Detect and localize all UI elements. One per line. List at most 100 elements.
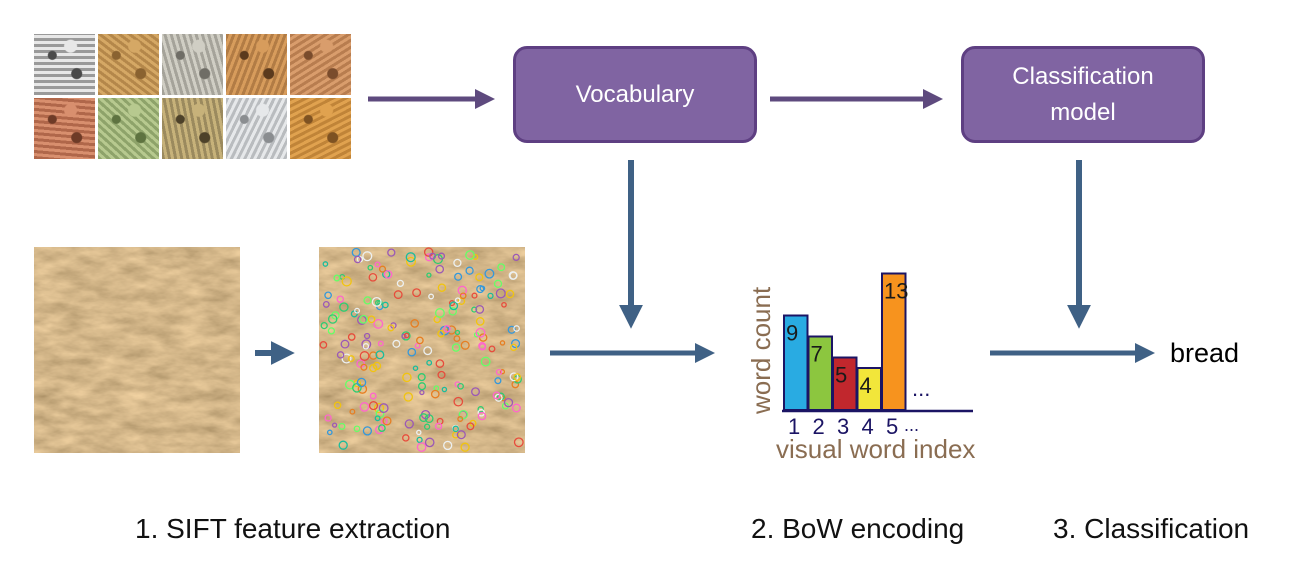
keypoint: [319, 341, 328, 349]
keypoint: [353, 425, 361, 433]
histogram-tick-2: 2: [813, 414, 825, 439]
keypoint: [353, 255, 362, 264]
keypoint: [459, 292, 467, 300]
texture-tile-sponge: [226, 34, 287, 95]
keypoint: [495, 368, 503, 376]
texture-tile-styrofoam: [226, 98, 287, 159]
keypoint: [426, 359, 433, 366]
histogram-bar-value-1: 9: [786, 321, 798, 346]
keypoint: [475, 273, 484, 282]
keypoint: [480, 356, 491, 367]
keypoint: [476, 285, 485, 294]
keypoint: [333, 401, 342, 410]
keypoint: [371, 296, 382, 307]
keypoint: [331, 422, 338, 428]
keypoint: [448, 307, 457, 316]
keypoint: [449, 301, 459, 311]
texture-tile-bread-crumb: [162, 98, 223, 159]
keypoint: [369, 392, 377, 400]
keypoint: [435, 359, 445, 368]
keypoint: [404, 419, 414, 429]
keypoint: [494, 377, 502, 385]
keypoint: [466, 422, 475, 431]
keypoint: [501, 301, 507, 308]
vocabulary-label: Vocabulary: [575, 80, 695, 108]
histogram-bar-value-4: 4: [860, 373, 872, 398]
keypoint: [499, 340, 506, 346]
caption-classification: 3. Classification: [1053, 513, 1250, 544]
keypoint: [336, 351, 345, 359]
keypoint: [495, 288, 506, 299]
keypoint: [478, 333, 488, 342]
texture-tile-aluminium-foil: [34, 34, 95, 95]
keypoint: [475, 327, 486, 338]
keypoint: [434, 308, 445, 318]
keypoint: [375, 350, 385, 360]
keypoint: [333, 274, 341, 282]
keypoint: [454, 329, 461, 336]
keypoint: [507, 325, 516, 334]
keypoint: [367, 264, 374, 271]
keypoint: [457, 285, 468, 296]
keypoint: [443, 440, 453, 451]
keypoint: [472, 254, 479, 260]
keypoint: [405, 252, 416, 263]
keypoint: [374, 415, 381, 422]
keypoint: [465, 250, 475, 260]
keypoint: [417, 373, 426, 382]
keypoint: [484, 268, 495, 279]
keypoint: [359, 351, 370, 361]
keypoint: [437, 283, 447, 292]
caption-sift-feature-extraction: 1. SIFT feature extraction: [135, 513, 451, 544]
keypoint: [448, 300, 456, 307]
keypoint: [437, 329, 445, 338]
keypoint: [478, 343, 487, 351]
keypoint: [387, 248, 396, 257]
keypoint: [402, 434, 410, 442]
keypoint: [429, 252, 437, 260]
keypoint: [387, 324, 395, 332]
keypoint: [471, 306, 478, 313]
keypoint: [424, 253, 434, 262]
keypoint: [475, 304, 485, 314]
keypoint: [441, 386, 448, 393]
keypoint: [393, 290, 403, 300]
keypoint: [417, 382, 427, 391]
keypoint: [509, 343, 518, 352]
keypoint: [499, 369, 506, 375]
keypoint: [358, 314, 368, 324]
keypoint: [416, 336, 424, 345]
keypoint: [471, 292, 478, 299]
keypoint: [378, 403, 389, 414]
keypoint: [456, 430, 466, 440]
keypoint: [362, 426, 373, 436]
keypoint: [402, 372, 412, 383]
texture-tile-orange-sponge: [290, 98, 351, 159]
keypoint: [349, 408, 356, 415]
keypoint: [368, 401, 379, 411]
bread-keypoints-photo: [319, 247, 525, 453]
keypoint: [457, 382, 464, 390]
keypoint: [410, 319, 420, 328]
keypoint: [471, 387, 480, 397]
keypoint: [423, 247, 434, 257]
keypoint: [324, 291, 332, 300]
keypoint: [451, 343, 461, 352]
keypoint: [416, 436, 423, 444]
histogram-tick-1: 1: [788, 414, 800, 439]
keypoint: [338, 422, 346, 430]
texture-tile-copper-mesh: [34, 98, 95, 159]
keypoint: [513, 437, 524, 448]
keypoint: [327, 327, 336, 335]
vocabulary-box: Vocabulary: [513, 46, 757, 143]
keypoint: [340, 339, 350, 349]
keypoint: [477, 406, 484, 413]
keypoint: [430, 389, 440, 399]
keypoint: [453, 258, 462, 268]
keypoint: [453, 396, 464, 407]
histogram-tick-5: 5: [886, 414, 898, 439]
keypoint: [497, 263, 506, 272]
keypoint: [339, 302, 349, 312]
